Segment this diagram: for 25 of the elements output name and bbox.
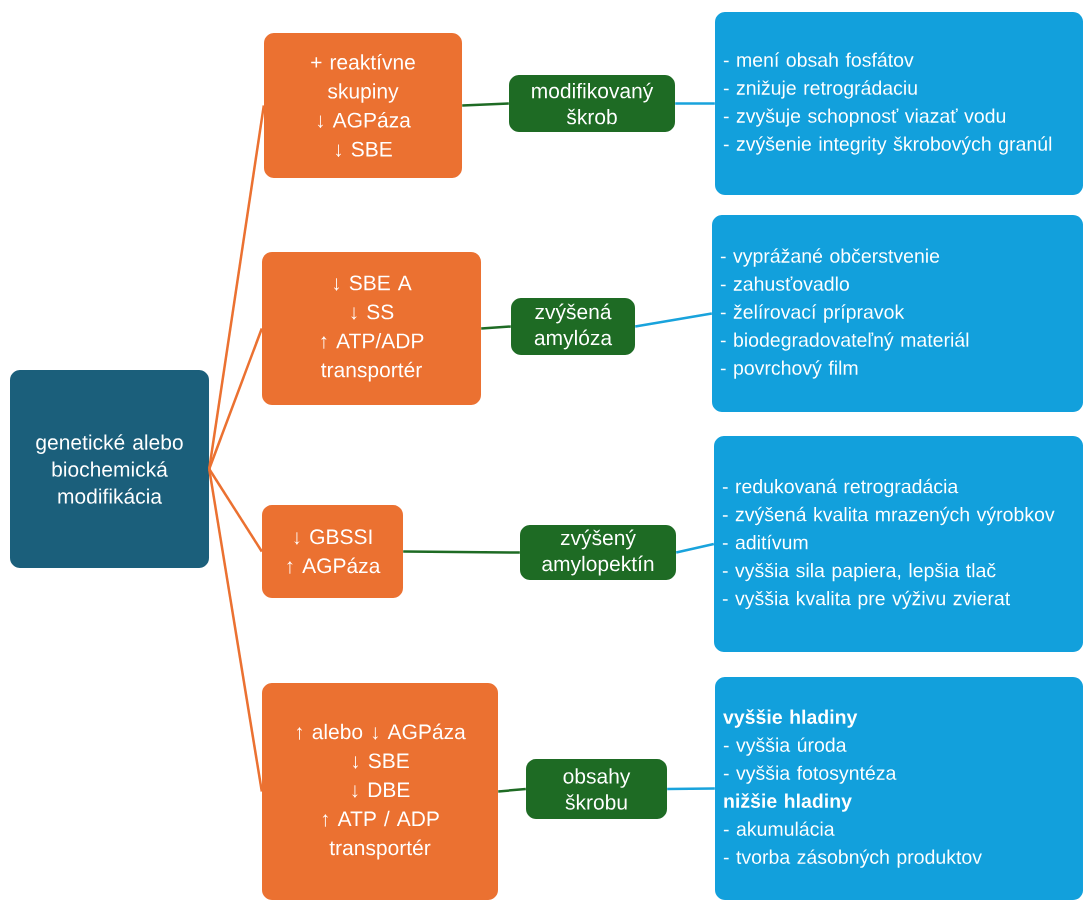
cause-box: ↑ alebo ↓ AGPáza ↓ SBE ↓ DBE ↑ ATP / ADP transportér <box>262 683 498 900</box>
connector-line <box>208 468 263 553</box>
result-box: modifikovaný škrob <box>509 75 675 132</box>
cause-box: ↓ SBE A ↓ SS ↑ ATP/ADP transportér <box>262 252 481 405</box>
connector-line <box>462 102 509 107</box>
result-box: zvýšený amylopektín <box>520 525 676 580</box>
connector-line <box>498 787 526 793</box>
connector-line <box>207 105 266 470</box>
connector-line <box>675 102 715 105</box>
connector-line <box>207 468 264 792</box>
application-box: - mení obsah fosfátov - znižuje retrográdaciu - zvyšuje schopnosť viazať vodu - zvýšenie integrity škrobových granúl <box>715 12 1083 195</box>
result-box: obsahy škrobu <box>526 759 667 819</box>
connector-line <box>403 550 520 554</box>
connector-line <box>675 542 715 554</box>
result-box: zvýšená amylóza <box>511 298 635 355</box>
application-box: - vyprážané občerstvenie - zahusťovadlo - želírovací prípravok - biodegradovateľný materiál - povrchový film <box>712 215 1083 412</box>
topic-box: genetické alebo biochemická modifikácia <box>10 370 209 568</box>
application-box: vyššie hladiny - vyššia úroda - vyššia fotosyntéza nižšie hladiny - akumulácia - tvorba zásobných produktov <box>715 677 1083 900</box>
application-box: - redukovaná retrogradácia - zvýšená kvalita mrazených výrobkov - aditívum - vyššia sila papiera, lepšia tlač - vyššia kvalita pre výživu zvierat <box>714 436 1083 652</box>
connector-line <box>481 325 511 330</box>
cause-box: ↓ GBSSI ↑ AGPáza <box>262 505 403 598</box>
cause-box: + reaktívne skupiny ↓ AGPáza ↓ SBE <box>264 33 462 178</box>
connector-line <box>208 328 263 470</box>
connector-line <box>635 312 712 328</box>
connector-line <box>667 787 715 791</box>
